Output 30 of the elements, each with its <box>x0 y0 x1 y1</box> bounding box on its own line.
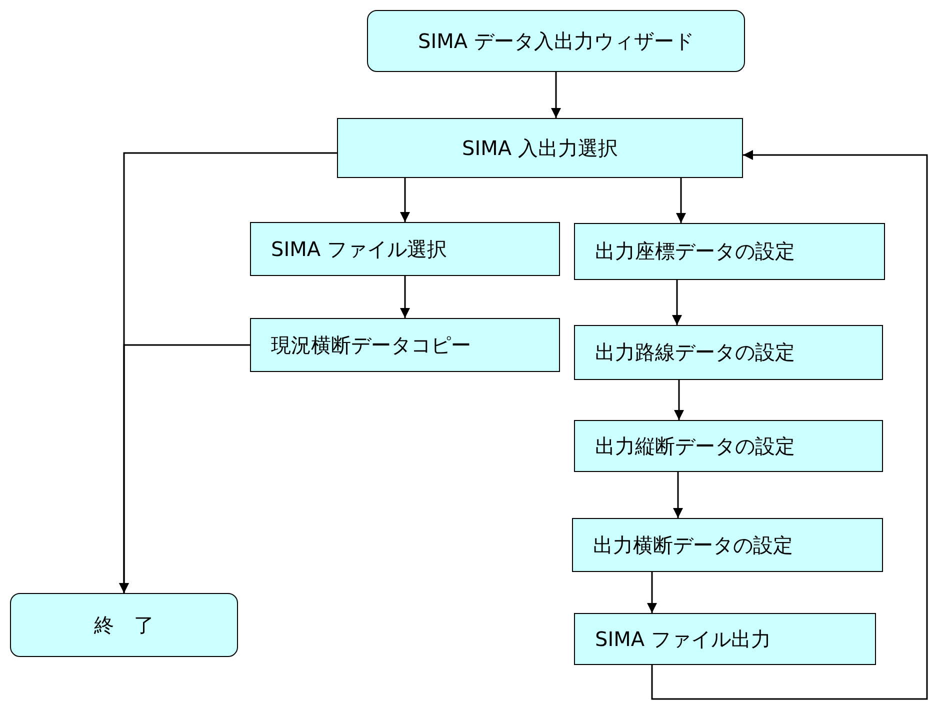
arrow <box>674 380 684 420</box>
process-box <box>574 613 876 665</box>
box-label: SIMA 入出力選択 <box>462 134 618 162</box>
arrow <box>651 150 928 700</box>
box-label: SIMA ファイル選択 <box>271 236 447 262</box>
arrow <box>647 572 657 613</box>
box-label: 出力縦断データの設定 <box>595 432 795 460</box>
arrow <box>400 178 410 222</box>
box-label: 出力座標データの設定 <box>595 238 795 265</box>
process-box <box>574 420 883 472</box>
arrow <box>673 472 683 518</box>
terminal-box <box>10 593 238 657</box>
process-box <box>337 118 743 178</box>
box-label: 出力路線データの設定 <box>595 339 795 366</box>
terminal-box <box>367 10 745 72</box>
process-box <box>250 222 560 276</box>
arrow <box>672 280 682 325</box>
process-box <box>574 223 885 280</box>
process-box <box>572 518 883 572</box>
box-label: 出力横断データの設定 <box>593 532 793 558</box>
arrow <box>551 72 561 118</box>
arrow <box>119 344 250 593</box>
box-label: 現況横断データコピー <box>271 332 471 358</box>
box-label: SIMA データ入出力ウィザード <box>418 28 694 54</box>
process-box <box>574 325 883 380</box>
box-label: 終 了 <box>94 612 154 638</box>
process-box <box>250 318 560 372</box>
arrow <box>400 276 410 318</box>
box-label: SIMA ファイル出力 <box>595 626 771 652</box>
arrow <box>676 178 686 223</box>
